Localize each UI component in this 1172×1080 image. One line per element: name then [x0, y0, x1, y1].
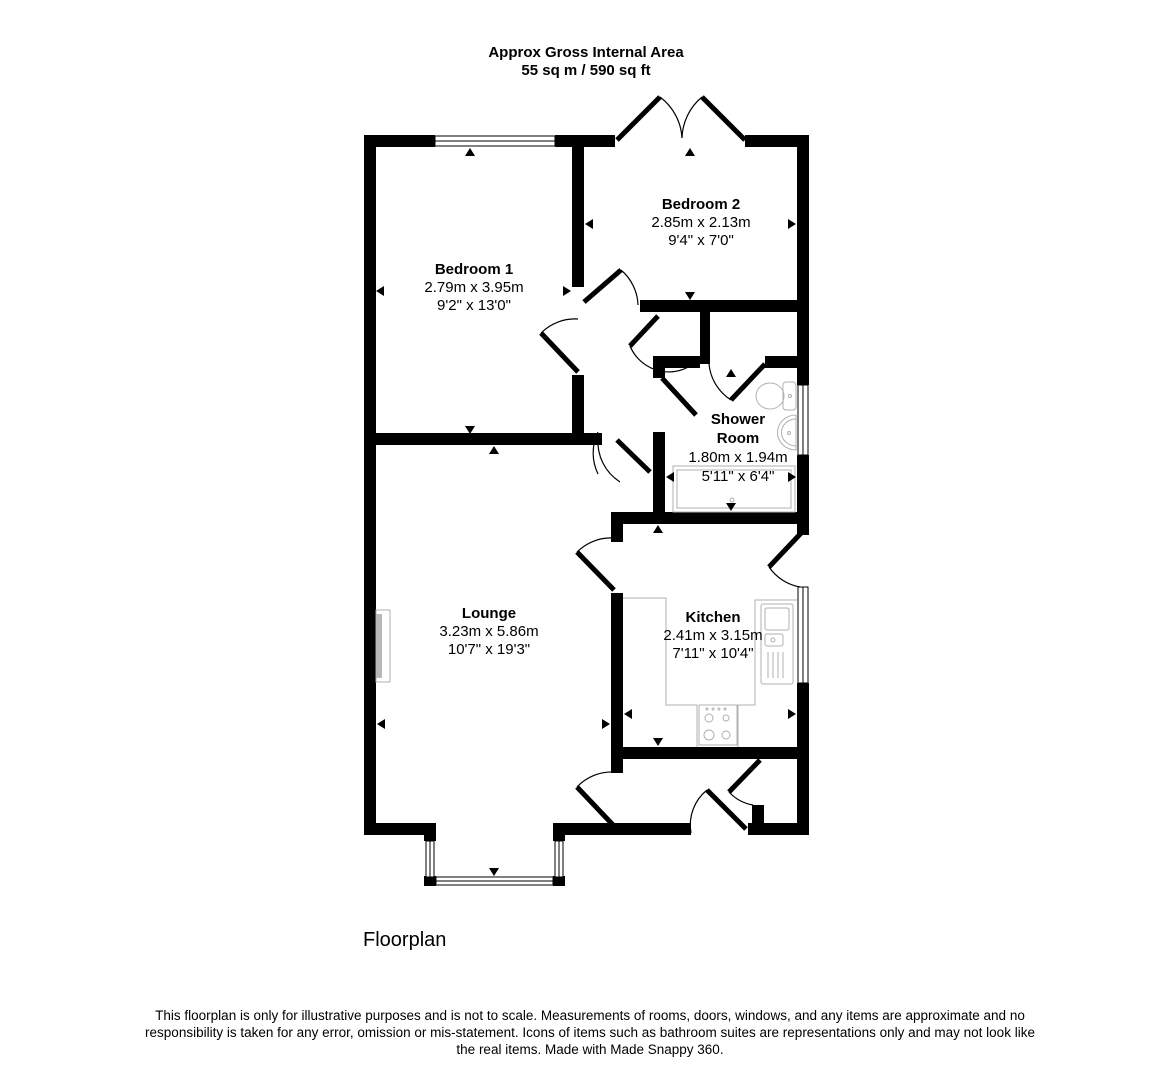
floorplan-caption: Floorplan: [363, 929, 447, 951]
room-label-lounge: Lounge 3.23m x 5.86m 10'7" x 19'3": [439, 605, 538, 659]
room-dimensions-imperial: 9'2" x 13'0": [437, 297, 511, 314]
room-label-bedroom-1: Bedroom 1 2.79m x 3.95m 9'2" x 13'0": [424, 261, 523, 315]
walls: [364, 135, 809, 886]
room-dimensions-metric: 2.85m x 2.13m: [651, 214, 751, 231]
room-dimensions-metric: 2.41m x 3.15m: [663, 627, 763, 644]
disclaimer-text: This floorplan is only for illustrative …: [145, 1008, 1035, 1057]
room-name: Bedroom 1: [434, 261, 514, 278]
room-name-line2: Room: [716, 430, 760, 447]
room-label-bedroom-2: Bedroom 2 2.85m x 2.13m 9'4" x 7'0": [651, 196, 750, 250]
shower-tray-icon: [672, 465, 796, 513]
room-dimensions-imperial: 10'7" x 19'3": [447, 641, 531, 658]
fixtures: [375, 381, 797, 747]
room-label-kitchen: Kitchen 2.41m x 3.15m 7'11" x 10'4": [663, 609, 762, 663]
room-dimensions-imperial: 7'11" x 10'4": [672, 645, 754, 662]
worktop-right: [737, 599, 797, 747]
room-name: Lounge: [461, 605, 517, 622]
room-name: Bedroom 2: [661, 196, 741, 213]
sink-icon: [760, 603, 794, 685]
toilet-icon: [755, 381, 797, 411]
room-name: Kitchen: [685, 609, 741, 626]
worktop-left: [623, 597, 698, 747]
measurement-arrows: [376, 148, 796, 876]
room-dimensions-imperial: 9'4" x 7'0": [668, 232, 734, 249]
doors: [539, 95, 806, 834]
basin-icon: [777, 414, 797, 451]
room-label-shower-room: Shower Room 1.80m x 1.94m 5'11" x 6'4": [688, 410, 787, 486]
room-dimensions-metric: 2.79m x 3.95m: [424, 279, 524, 296]
gross-area-header: Approx Gross Internal Area 55 sq m / 590…: [0, 44, 1172, 80]
hob-icon: [698, 704, 738, 746]
windows: [425, 135, 809, 886]
room-name: Shower: [710, 411, 766, 428]
room-dimensions-metric: 3.23m x 5.86m: [439, 623, 539, 640]
gross-area-value: 55 sq m / 590 sq ft: [521, 62, 651, 79]
gross-area-title: Approx Gross Internal Area: [488, 44, 684, 61]
room-dimensions-imperial: 5'11" x 6'4": [701, 468, 775, 485]
room-dimensions-metric: 1.80m x 1.94m: [688, 449, 788, 466]
